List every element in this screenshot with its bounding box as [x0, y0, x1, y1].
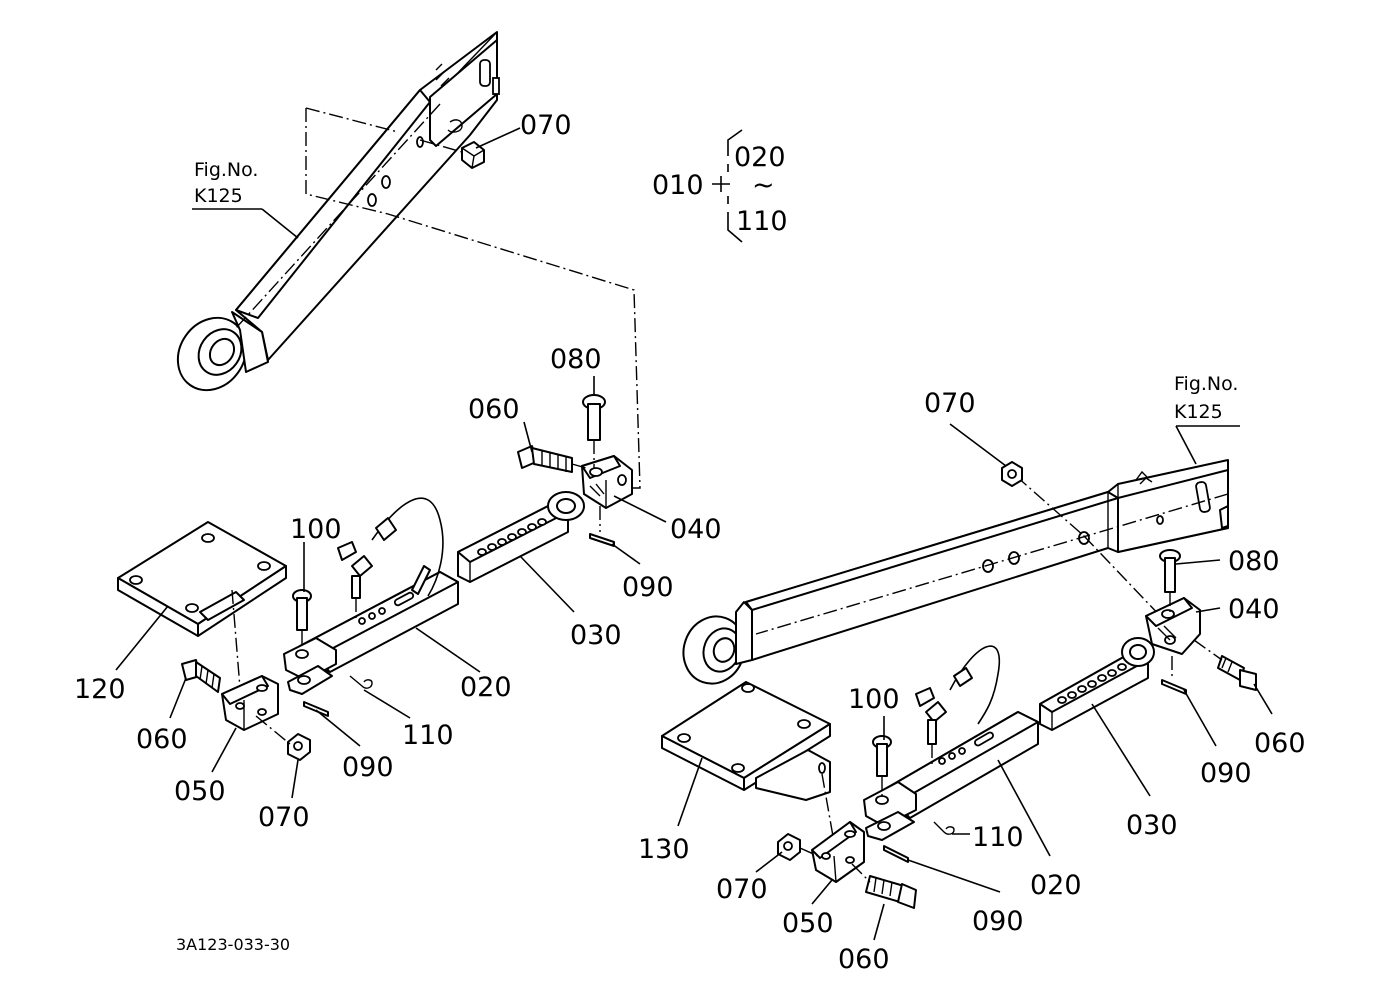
right-label-040: 040	[1228, 594, 1280, 625]
assembly-parent-label: 010	[652, 170, 704, 201]
left-label-070-bottom: 070	[258, 802, 310, 833]
right-bolt-060-a	[1193, 639, 1257, 691]
right-assembly	[661, 423, 1273, 941]
right-nut-070-top	[1001, 461, 1023, 487]
left-bolt-060-b	[181, 659, 221, 693]
right-label-030: 030	[1126, 810, 1178, 841]
left-label-030: 030	[570, 620, 622, 651]
right-label-090-bottom: 090	[972, 906, 1024, 937]
right-label-020: 020	[1030, 870, 1082, 901]
right-pin-080	[1159, 549, 1181, 612]
right-pin-100	[872, 735, 892, 796]
assembly-range-separator: ~	[752, 170, 775, 201]
right-bracket-040	[1145, 597, 1201, 655]
left-linchpin-090-a	[589, 506, 615, 547]
left-clevis-050	[221, 675, 279, 731]
left-bolt-060-a	[517, 445, 587, 473]
right-part-labels: 070 080 040 100 060 090 030 110 130 020 …	[638, 388, 1306, 975]
drawing-code: 3A123-033-30	[176, 935, 290, 954]
assembly-range-end: 110	[736, 206, 788, 237]
right-label-070-top: 070	[924, 388, 976, 419]
left-sleeve-030	[457, 491, 585, 583]
left-nut-070-bottom	[255, 715, 311, 761]
left-plate-120	[117, 521, 287, 689]
left-pin-100	[292, 589, 312, 648]
right-linchpin-090-a	[1161, 656, 1187, 695]
left-label-090-right: 090	[622, 572, 674, 603]
left-label-090-bottom: 090	[342, 752, 394, 783]
left-label-020: 020	[460, 672, 512, 703]
left-label-070-top: 070	[520, 110, 572, 141]
fig-ref-left-fig: Fig.No.	[194, 159, 258, 181]
assembly-range-start: 020	[734, 142, 786, 173]
fig-ref-right-number: K125	[1174, 401, 1223, 423]
right-sleeve-030	[1039, 637, 1155, 731]
figure-reference-labels: Fig.No. K125 Fig.No. K125	[194, 159, 1238, 423]
left-label-120: 120	[74, 674, 126, 705]
right-bolt-060-b	[851, 863, 917, 909]
right-label-130: 130	[638, 834, 690, 865]
right-label-060-bottom: 060	[838, 944, 890, 975]
assembly-note-labels: 010 020 ~ 110	[652, 142, 788, 237]
left-bracket-040	[581, 455, 633, 509]
right-lower-link-arm	[682, 459, 1229, 685]
left-lower-link-arm	[176, 31, 500, 392]
right-label-060-right: 060	[1254, 728, 1306, 759]
right-label-110: 110	[972, 822, 1024, 853]
fig-ref-right-fig: Fig.No.	[1174, 373, 1238, 395]
left-pin-080	[582, 394, 606, 468]
fig-ref-left-number: K125	[194, 185, 243, 207]
left-label-110: 110	[402, 720, 454, 751]
right-tube-020	[863, 645, 1039, 841]
assembly-bracket-note	[712, 129, 743, 243]
right-label-100: 100	[848, 684, 900, 715]
right-linchpin-090-b	[883, 845, 909, 863]
left-tube-020	[283, 497, 459, 695]
left-label-060-bottom: 060	[136, 724, 188, 755]
left-label-080: 080	[550, 344, 602, 375]
right-linchpin-110	[933, 821, 955, 835]
left-part-labels: 070 080 060 040 100 090 030 020 120 060 …	[74, 110, 722, 833]
left-linchpin-090-b	[303, 701, 329, 717]
left-label-100: 100	[290, 514, 342, 545]
right-label-070-bottom: 070	[716, 874, 768, 905]
right-nut-070-bottom	[777, 833, 819, 861]
right-label-080: 080	[1228, 546, 1280, 577]
right-plate-130	[661, 681, 835, 843]
left-label-050: 050	[174, 776, 226, 807]
left-assembly	[115, 31, 667, 799]
left-label-060-top: 060	[468, 394, 520, 425]
left-nut-070-top	[419, 139, 485, 169]
right-label-050: 050	[782, 908, 834, 939]
right-clevis-050	[811, 821, 865, 883]
right-label-090-right: 090	[1200, 758, 1252, 789]
left-linchpin-110	[349, 675, 373, 689]
left-label-040: 040	[670, 514, 722, 545]
